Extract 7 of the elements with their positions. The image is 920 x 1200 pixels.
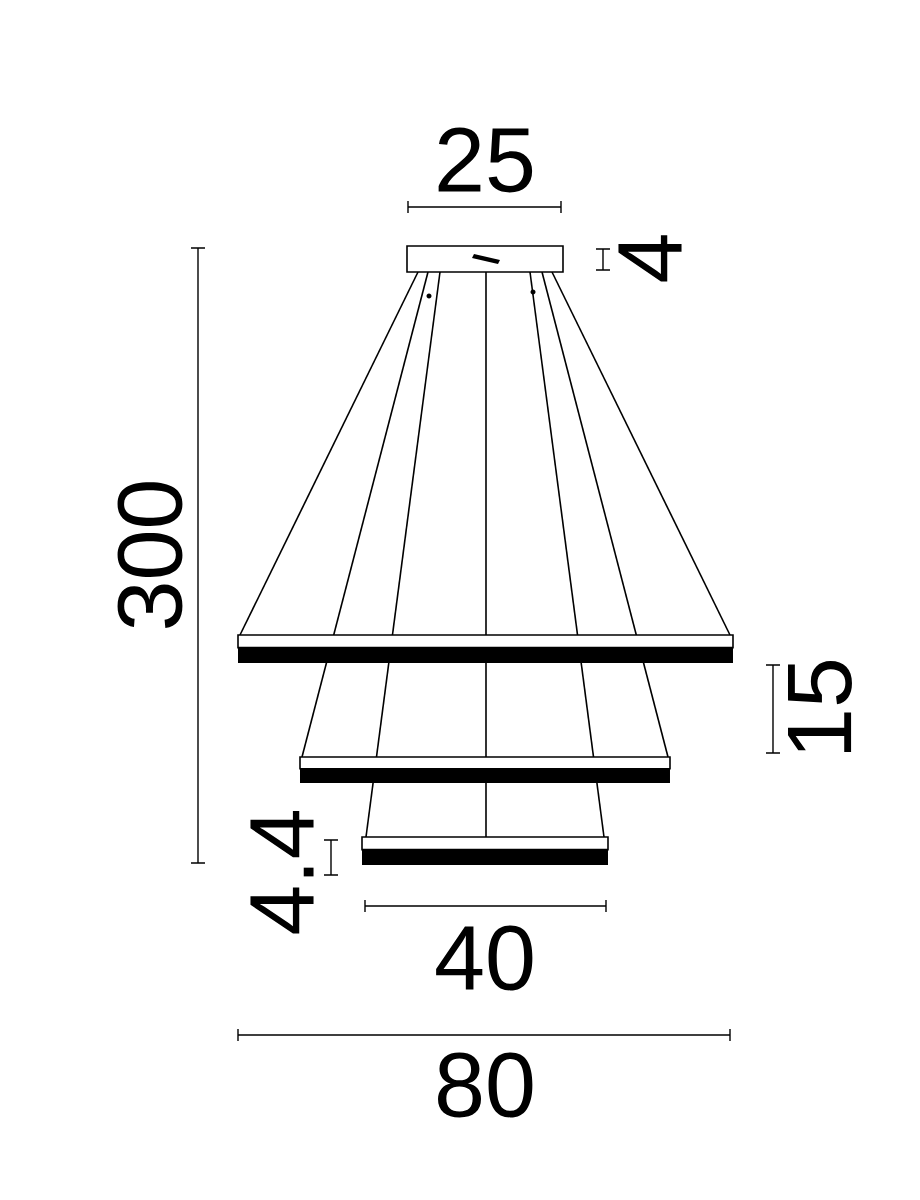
dimension-label: 4 <box>618 235 682 282</box>
dimension-label: 25 <box>438 127 533 193</box>
dimension-label: 80 <box>438 1052 533 1118</box>
dimension-label: 40 <box>436 925 533 991</box>
dimension-label: 4.4 <box>250 811 314 934</box>
dimension-label: 15 <box>788 660 852 752</box>
dimension-label: 300 <box>117 482 183 628</box>
